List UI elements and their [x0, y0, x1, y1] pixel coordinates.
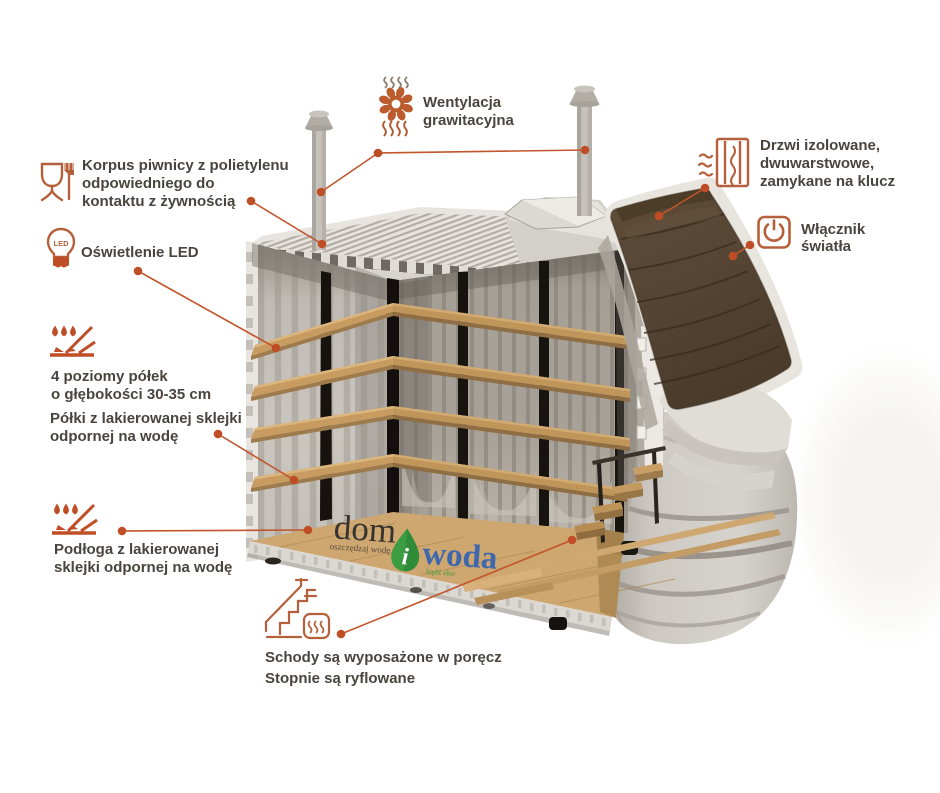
svg-text:grawitacyjna: grawitacyjna — [423, 112, 515, 129]
svg-text:i: i — [401, 544, 410, 570]
svg-text:Podłoga z lakierowanej: Podłoga z lakierowanej — [54, 541, 219, 558]
svg-text:sklejki odpornej na wodę: sklejki odpornej na wodę — [54, 559, 232, 576]
svg-text:odpowiedniego do: odpowiedniego do — [82, 175, 214, 192]
svg-text:Półki z lakierowanej sklejki: Półki z lakierowanej sklejki — [50, 410, 242, 427]
svg-text:Włącznik: Włącznik — [801, 221, 866, 238]
svg-text:Drzwi izolowane,: Drzwi izolowane, — [760, 137, 880, 154]
svg-text:kontaktu z żywnością: kontaktu z żywnością — [82, 193, 236, 210]
svg-text:zamykane na klucz: zamykane na klucz — [760, 173, 895, 190]
svg-text:Oświetlenie LED: Oświetlenie LED — [81, 244, 199, 261]
svg-text:Korpus piwnicy z polietylenu: Korpus piwnicy z polietylenu — [82, 157, 289, 174]
svg-text:o głębokości 30-35 cm: o głębokości 30-35 cm — [51, 386, 211, 403]
svg-text:dwuwarstwowe,: dwuwarstwowe, — [760, 155, 874, 172]
svg-text:LED: LED — [54, 239, 70, 248]
svg-text:odpornej na wodę: odpornej na wodę — [50, 428, 178, 445]
svg-text:Stopnie są ryflowane: Stopnie są ryflowane — [265, 670, 415, 687]
svg-text:światła: światła — [801, 238, 852, 255]
svg-text:oszczędzaj wodę: oszczędzaj wodę — [329, 541, 390, 555]
svg-text:bądź eko: bądź eko — [426, 567, 455, 578]
svg-text:Schody są wyposażone w poręcz: Schody są wyposażone w poręcz — [265, 649, 502, 666]
svg-text:4 poziomy półek: 4 poziomy półek — [51, 368, 168, 385]
svg-text:woda: woda — [421, 536, 499, 577]
svg-text:Wentylacja: Wentylacja — [423, 94, 502, 111]
svg-text:dom: dom — [333, 507, 398, 550]
